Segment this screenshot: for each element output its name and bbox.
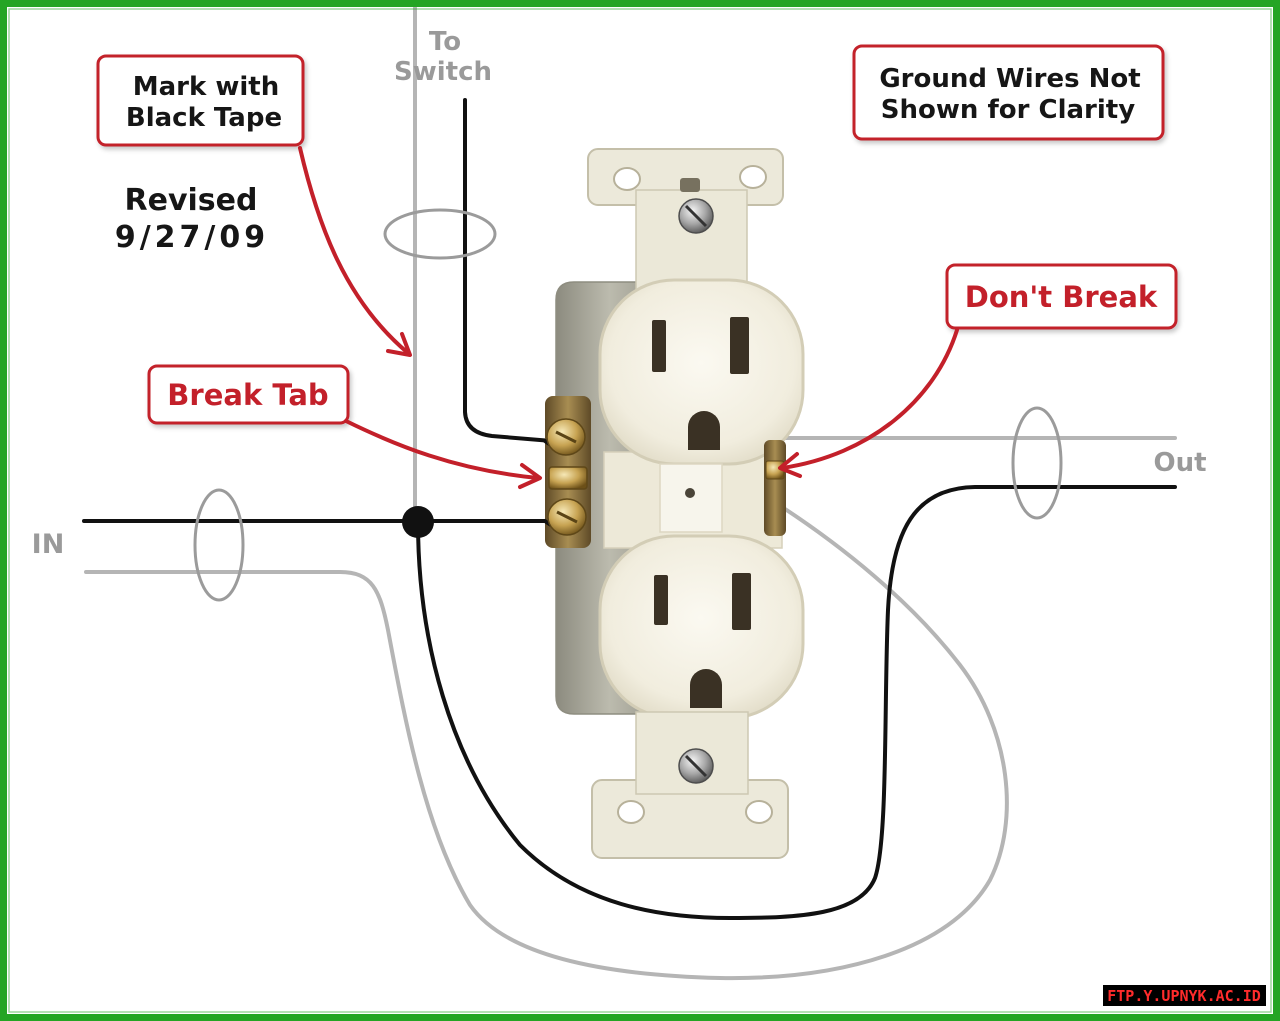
wires <box>82 6 1177 981</box>
to-switch-black-wire <box>463 98 554 443</box>
out-label: Out <box>1153 448 1206 478</box>
lower-ground-hole <box>690 669 722 708</box>
break-tab-arrowhead <box>518 463 542 489</box>
wire-splice-junction <box>402 506 434 538</box>
to-switch-label-line1: To <box>429 27 461 57</box>
watermark: FTP.Y.UPNYK.AC.ID <box>1103 985 1266 1006</box>
dont-break-arrow <box>780 328 959 470</box>
center-label-plate <box>659 463 723 533</box>
break-tab-arrow <box>344 419 540 480</box>
watermark-background <box>1103 985 1266 1006</box>
right-terminal-plate <box>764 440 786 536</box>
mark-tape-callout-box <box>96 54 305 147</box>
labels: To Switch Revised 9/27/09 Out IN <box>32 27 1207 560</box>
top-screw-slot <box>684 204 708 228</box>
in-white-wire <box>84 505 1009 981</box>
break-tab-callout-label: Break Tab <box>167 378 328 412</box>
break-off-tab <box>548 466 588 490</box>
lower-neutral-slot <box>654 575 668 625</box>
bottom-ear-hole-right <box>745 800 773 824</box>
duplex-receptacle <box>543 148 805 859</box>
out-cable-loop <box>1011 406 1063 520</box>
in-label: IN <box>32 529 65 560</box>
ground-note-line1: Ground Wires Not <box>879 64 1140 94</box>
dont-break-callout-label: Don't Break <box>965 280 1158 314</box>
top-ear-hole-left <box>613 167 641 191</box>
to-switch-label-line2: Switch <box>394 57 492 87</box>
top-ear-hole-right <box>739 165 767 189</box>
callouts: Mark with Black Tape Ground Wires Not Sh… <box>96 44 1178 489</box>
faceplate-screw-hole <box>685 488 695 498</box>
out-black-wire <box>416 485 1177 920</box>
upper-brass-screw-slot <box>555 430 577 444</box>
upper-hot-slot <box>730 317 749 374</box>
revision-label: Revised <box>125 183 258 218</box>
revision-date: 9/27/09 <box>115 220 269 255</box>
upper-ground-hole <box>688 411 720 450</box>
upper-neutral-slot <box>652 320 666 372</box>
diagram-frame-inner <box>8 8 1272 1013</box>
lower-brass-screw-slot <box>556 510 578 524</box>
to-switch-cable-loop <box>383 208 497 260</box>
lower-hot-slot <box>732 573 751 630</box>
bottom-ear-hole-left <box>617 800 645 824</box>
mark-tape-arrowhead <box>386 332 412 357</box>
watermark-text: FTP.Y.UPNYK.AC.ID <box>1107 987 1261 1005</box>
break-tab-callout-box <box>147 364 350 425</box>
dont-break-callout-box <box>945 263 1178 330</box>
mark-tape-arrow <box>298 146 410 355</box>
in-cable-loop <box>193 488 245 602</box>
ground-note-line2: Shown for Clarity <box>881 95 1135 125</box>
mark-tape-callout-line1: Mark with <box>133 72 279 102</box>
mark-tape-callout-line2: Black Tape <box>126 103 282 133</box>
bottom-screw-slot <box>684 754 708 778</box>
ground-note-callout-box <box>852 44 1165 141</box>
dont-break-arrowhead <box>778 452 802 478</box>
ground-strap-tab <box>680 178 700 192</box>
